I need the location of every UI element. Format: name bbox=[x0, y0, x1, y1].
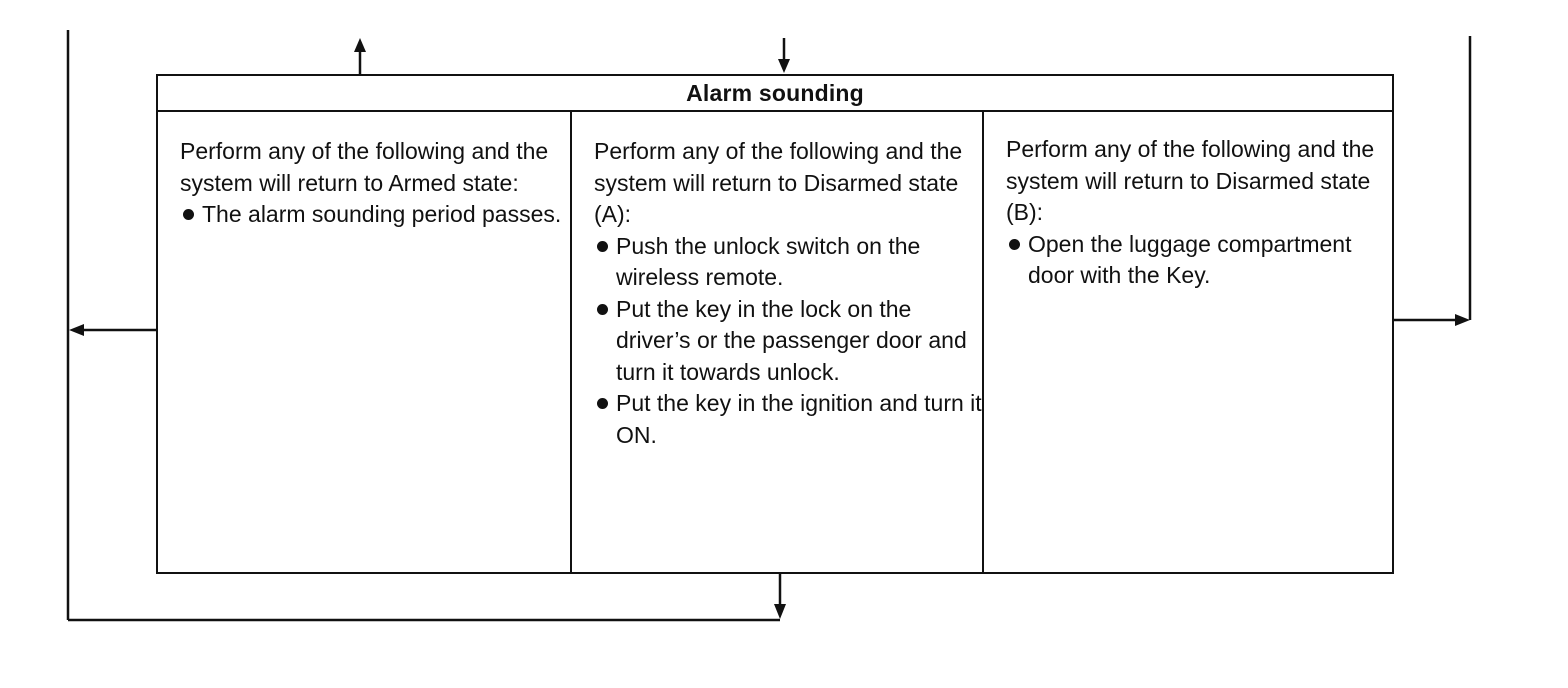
arrowhead-right bbox=[1455, 314, 1470, 326]
column-bullets: Open the luggage compartment door with t… bbox=[1006, 229, 1392, 292]
bullet-item: Put the key in the ignition and turn it … bbox=[594, 388, 982, 451]
bullet-text: Put the key in the ignition and turn it … bbox=[616, 390, 982, 448]
bullet-item: Push the unlock switch on the wireless r… bbox=[594, 231, 982, 294]
bullet-dot-icon bbox=[183, 209, 194, 220]
column-intro: Perform any of the following and the sys… bbox=[1006, 136, 1375, 225]
bullet-text: The alarm sounding period passes. bbox=[202, 201, 562, 227]
arrowhead-left bbox=[69, 324, 84, 336]
column-disarmed-a: Perform any of the following and the sys… bbox=[572, 112, 984, 572]
bullet-dot-icon bbox=[597, 240, 608, 252]
bullet-text: Push the unlock switch on the wireless r… bbox=[616, 232, 921, 291]
column-intro: Perform any of the following and the sys… bbox=[594, 138, 963, 227]
column-bullets: Push the unlock switch on the wireless r… bbox=[594, 231, 982, 452]
bullet-item: The alarm sounding period passes. bbox=[180, 199, 570, 231]
column-bullets: The alarm sounding period passes. bbox=[180, 199, 570, 231]
column-disarmed-b: Perform any of the following and the sys… bbox=[984, 112, 1392, 572]
arrowhead-up bbox=[354, 38, 366, 52]
bullet-item: Open the luggage compartment door with t… bbox=[1006, 229, 1392, 292]
arrowhead-down-bottom bbox=[774, 604, 786, 619]
bullet-item: Put the key in the lock on the driver’s … bbox=[594, 294, 982, 389]
arrowhead-down-top bbox=[778, 59, 790, 73]
column-armed: Perform any of the following and the sys… bbox=[158, 112, 572, 572]
column-intro: Perform any of the following and the sys… bbox=[180, 138, 549, 196]
bullet-dot-icon bbox=[597, 303, 608, 315]
bullet-dot-icon bbox=[597, 398, 608, 409]
bullet-text: Put the key in the lock on the driver’s … bbox=[616, 295, 967, 385]
state-title-row: Alarm sounding bbox=[158, 76, 1392, 112]
state-title: Alarm sounding bbox=[686, 79, 864, 106]
alarm-sounding-box: Alarm sounding Perform any of the follow… bbox=[156, 74, 1394, 574]
bullet-dot-icon bbox=[1009, 238, 1020, 250]
bullet-text: Open the luggage compartment door with t… bbox=[1028, 230, 1352, 289]
